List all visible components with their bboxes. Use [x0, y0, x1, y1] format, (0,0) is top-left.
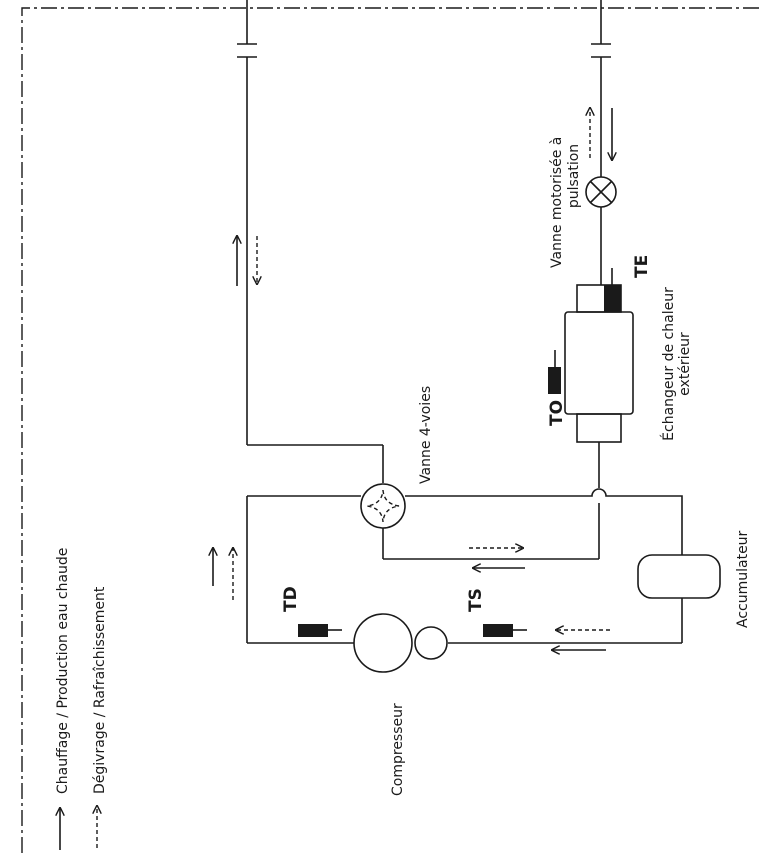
vanne-4-voies-label: Vanne 4-voies — [418, 386, 434, 484]
sensor-to-label: TO — [547, 400, 567, 426]
liquid-line — [591, 0, 611, 285]
flow-arrows — [60, 108, 612, 850]
sensor-te-label: TE — [632, 255, 652, 278]
legend-defrost-label: Dégivrage / Rafraîchissement — [92, 586, 108, 794]
accumulator — [637, 554, 721, 599]
compresseur-label: Compresseur — [390, 703, 406, 796]
sensor-ts-label: TS — [466, 588, 486, 612]
sensor-td-label: TD — [281, 586, 301, 612]
vanne-motorisee-label-2: pulsation — [566, 144, 582, 208]
legend-heating-label: Chauffage / Production eau chaude — [55, 548, 71, 794]
four-way-valve — [360, 483, 406, 529]
echangeur-label-2: extérieur — [677, 332, 693, 396]
compressor — [353, 613, 448, 673]
pulse-motor-valve — [585, 176, 617, 208]
outdoor-heat-exchanger — [564, 268, 634, 488]
labels: Vanne motorisée à pulsation TE Échangeur… — [55, 137, 751, 796]
sensor-td — [298, 624, 342, 637]
sensor-to — [548, 350, 561, 394]
discharge-line — [246, 495, 600, 644]
vanne-motorisee-label-1: Vanne motorisée à — [549, 137, 565, 268]
gas-line — [237, 0, 384, 483]
echangeur-label-1: Échangeur de chaleur — [660, 287, 677, 441]
sensor-ts — [483, 624, 527, 637]
unit-boundary — [21, 7, 760, 853]
accumulateur-label: Accumulateur — [735, 530, 751, 628]
suction-line — [405, 488, 683, 644]
